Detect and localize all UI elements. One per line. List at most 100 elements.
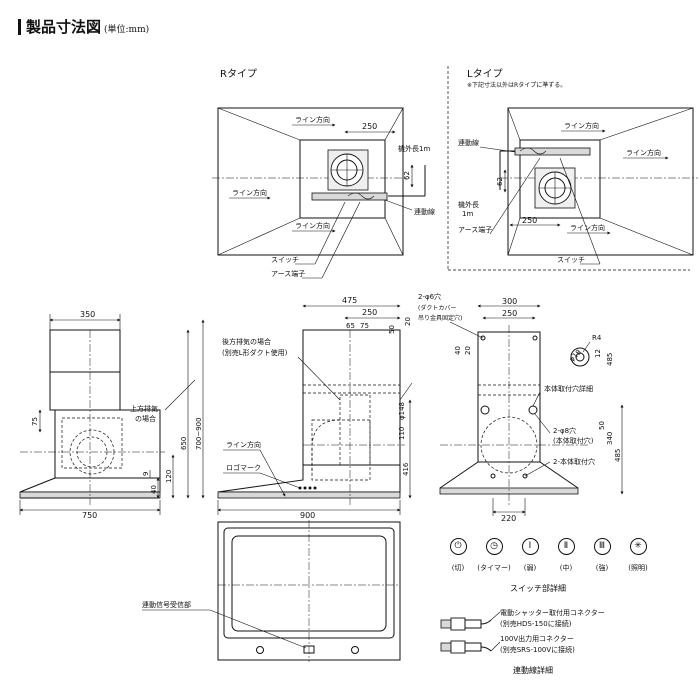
l-dim-250: 250 xyxy=(522,216,537,225)
side-dim-65: 65 xyxy=(346,322,355,330)
front-dim-120: 120 xyxy=(165,470,173,483)
r-line-dir-left: ライン方向 xyxy=(232,188,267,197)
r-switch-label: スイッチ xyxy=(271,256,299,264)
side-body xyxy=(302,329,401,466)
r-cable-length: 機外長1m xyxy=(398,144,430,153)
bottom-view: 連動信号受信部 xyxy=(142,520,401,662)
back-dim-220: 220 xyxy=(501,514,516,523)
l-type-note: ※下記寸法以外はRタイプに準ずる。 xyxy=(467,81,566,89)
back-duct-cover-b: 吊り金具固定穴) xyxy=(418,314,462,322)
back-dim-300: 300 xyxy=(502,297,517,306)
connector-1-label-a: 電動シャッター取付用コネクター xyxy=(500,608,605,617)
light-icon: ✳ xyxy=(629,538,647,555)
connector-2-label-a: 100V出力用コネクター xyxy=(500,634,574,643)
l-line-dir-top: ライン方向 xyxy=(564,121,599,130)
back-dim-12: 12 xyxy=(594,349,602,358)
page-title: 製品寸法図(単位:mm) xyxy=(26,18,150,36)
back-dim-485b: 485 xyxy=(614,449,622,462)
switch-detail-title: スイッチ部詳細 xyxy=(510,584,566,593)
front-view: 350 上方排気 の場合 75 9 40 xyxy=(19,310,205,520)
title-bar xyxy=(18,19,21,35)
back-dim-50: 50 xyxy=(598,421,606,430)
switch-button-label: (弱) xyxy=(523,564,537,572)
connector-2-label-b: (別売SRS-100Vに接続) xyxy=(500,645,575,654)
power-icon: ⏻ xyxy=(449,538,467,555)
front-dim-40: 40 xyxy=(150,485,158,494)
side-logo-mark: ロゴマーク xyxy=(226,463,261,472)
back-mount-detail: 本体取付穴詳細 xyxy=(544,384,593,393)
side-dim-416: 416 xyxy=(402,462,410,476)
front-dim-9: 9 xyxy=(142,472,150,476)
back-dim-20: 20 xyxy=(464,346,472,355)
switch-button-label: (照明) xyxy=(628,564,648,572)
l-line-dir-right: ライン方向 xyxy=(626,148,661,157)
r-type-heading: Rタイプ xyxy=(220,68,257,80)
back-mount-holes: 2-本体取付穴 xyxy=(553,457,595,466)
r-line-dir-bottom: ライン方向 xyxy=(295,221,330,230)
switch-button-5: ✳ (照明) xyxy=(620,538,656,578)
front-top-exhaust-b: の場合 xyxy=(135,414,156,423)
front-top-exhaust-a: 上方排気 xyxy=(130,404,158,413)
l-cable-length-a: 機外長 xyxy=(458,200,479,209)
front-dim-750: 750 xyxy=(82,511,97,520)
l-type-plan: Lタイプ ※下記寸法以外はRタイプに準ずる。 250 62 ライン方向 xyxy=(458,68,698,265)
back-dim-485a: 485 xyxy=(606,353,614,366)
r-type-plan: Rタイプ 250 62 ライ xyxy=(212,68,435,279)
back-dim-250: 250 xyxy=(502,309,517,318)
l-switch-label: スイッチ xyxy=(557,256,585,264)
back-view: 2-φ6穴 (ダクトカバー 吊り金具固定穴) 300 250 40 20 xyxy=(418,292,624,523)
connector-detail: 電動シャッター取付用コネクター (別売HDS-150に接続) 100V出力用コネ… xyxy=(440,608,605,675)
side-dim-475: 475 xyxy=(342,296,357,305)
l-dim-62: 62 xyxy=(496,177,504,186)
front-dim-75: 75 xyxy=(31,417,39,426)
front-dim-350: 350 xyxy=(80,310,95,319)
switch-button-label: (中) xyxy=(559,564,573,572)
back-dim-40: 40 xyxy=(454,346,462,355)
back-dim-340: 340 xyxy=(606,432,614,445)
back-duct-cover-a: (ダクトカバー xyxy=(418,304,456,312)
r-type-outline xyxy=(217,107,404,256)
back-dim-r4: R4 xyxy=(592,334,602,342)
bottom-receiver-label: 連動信号受信部 xyxy=(142,600,191,609)
r-interlock-cable: 連動線 xyxy=(414,207,435,216)
timer-icon: ◷ xyxy=(485,538,503,555)
side-line-dir: ライン方向 xyxy=(226,440,261,449)
side-dim-110: 110 xyxy=(398,427,406,440)
side-rear-exhaust-a: 後方排気の場合 xyxy=(222,337,271,346)
switch-button-3: Ⅱ (中) xyxy=(548,538,584,578)
side-dim-250: 250 xyxy=(362,308,377,317)
back-holes-8-sub: (本体取付穴) xyxy=(553,436,594,445)
switch-detail: ⏻ (切) ◷ (タイマー) Ⅰ (弱) Ⅱ (中) Ⅲ (強) ✳ (照明) スイッチ部詳細 xyxy=(440,538,662,608)
back-holes-6: 2-φ6穴 xyxy=(418,292,441,301)
switch-button-1: ◷ (タイマー) xyxy=(476,538,512,578)
l-earth-label: アース端子 xyxy=(458,225,492,234)
r-dim-250: 250 xyxy=(362,122,377,131)
l-type-heading: Lタイプ xyxy=(467,68,503,80)
side-rear-exhaust-b: (別売L形ダクト使用) xyxy=(222,348,288,357)
switch-button-4: Ⅲ (強) xyxy=(584,538,620,578)
title-unit: (単位:mm) xyxy=(104,25,150,35)
l-type-outline xyxy=(507,107,694,256)
side-dim-148: φ148 xyxy=(398,402,406,420)
side-dim-75: 75 xyxy=(360,322,369,330)
connector-detail-title: 連動線詳細 xyxy=(513,665,553,675)
switch-button-0: ⏻ (切) xyxy=(440,538,476,578)
switch-button-label: (切) xyxy=(451,564,465,572)
side-view: 475 250 65 75 50 20 後方排気の場合 (別売L形ダクト使用) xyxy=(217,296,413,520)
switch-button-label: (強) xyxy=(595,564,609,572)
switch-button-2: Ⅰ (弱) xyxy=(512,538,548,578)
r-dim-62: 62 xyxy=(403,171,411,180)
l-interlock-cable: 連動線 xyxy=(458,138,479,147)
front-duct-cover xyxy=(49,329,121,411)
side-dim-900: 900 xyxy=(300,511,315,520)
front-dim-range: 700~900 xyxy=(195,417,203,450)
switch-button-label: (タイマー) xyxy=(477,564,511,572)
level-1-icon: Ⅰ xyxy=(521,538,539,555)
level-3-icon: Ⅲ xyxy=(593,538,611,555)
l-cable-length-b: 1m xyxy=(462,210,473,218)
level-2-icon: Ⅱ xyxy=(557,538,575,555)
front-dim-650: 650 xyxy=(180,437,188,450)
l-line-dir-bottom: ライン方向 xyxy=(570,223,605,232)
back-holes-8: 2-φ8穴 xyxy=(553,426,576,435)
